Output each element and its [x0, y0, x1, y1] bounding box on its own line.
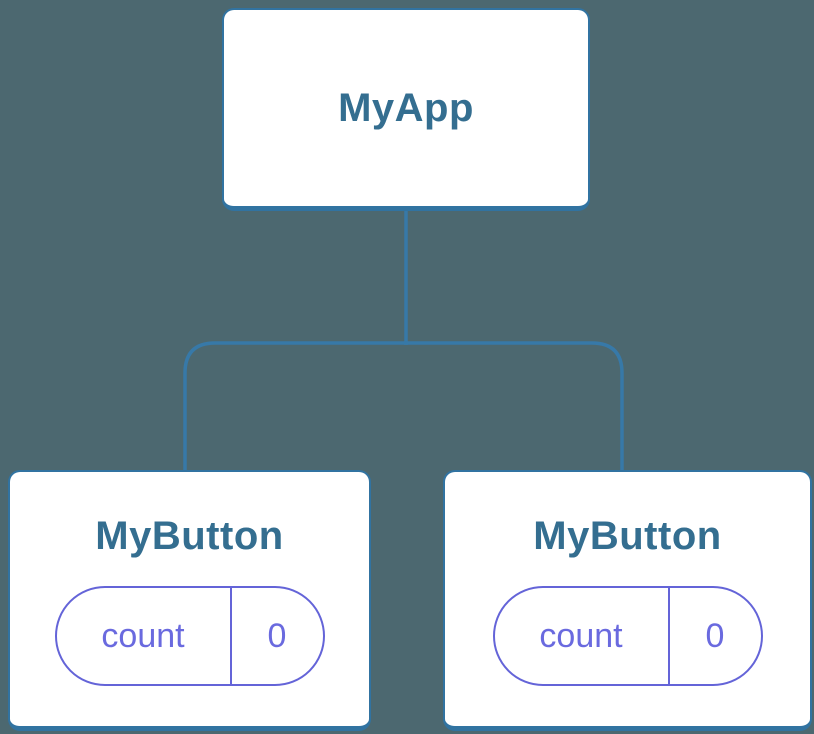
root-component-card: MyApp — [222, 8, 590, 211]
state-value: 0 — [267, 616, 287, 655]
state-value: 0 — [705, 616, 725, 655]
state-pill: count 0 — [54, 586, 325, 686]
branch-line — [183, 341, 624, 470]
root-component-title: MyApp — [338, 85, 474, 130]
child-component-card-right: MyButton count 0 — [443, 470, 812, 731]
child-component-title: MyButton — [95, 514, 284, 558]
child-component-card-left: MyButton count 0 — [8, 470, 371, 731]
state-name: count — [57, 588, 232, 684]
child-component-title: MyButton — [533, 514, 722, 558]
state-pill: count 0 — [492, 586, 763, 686]
state-name: count — [495, 588, 670, 684]
